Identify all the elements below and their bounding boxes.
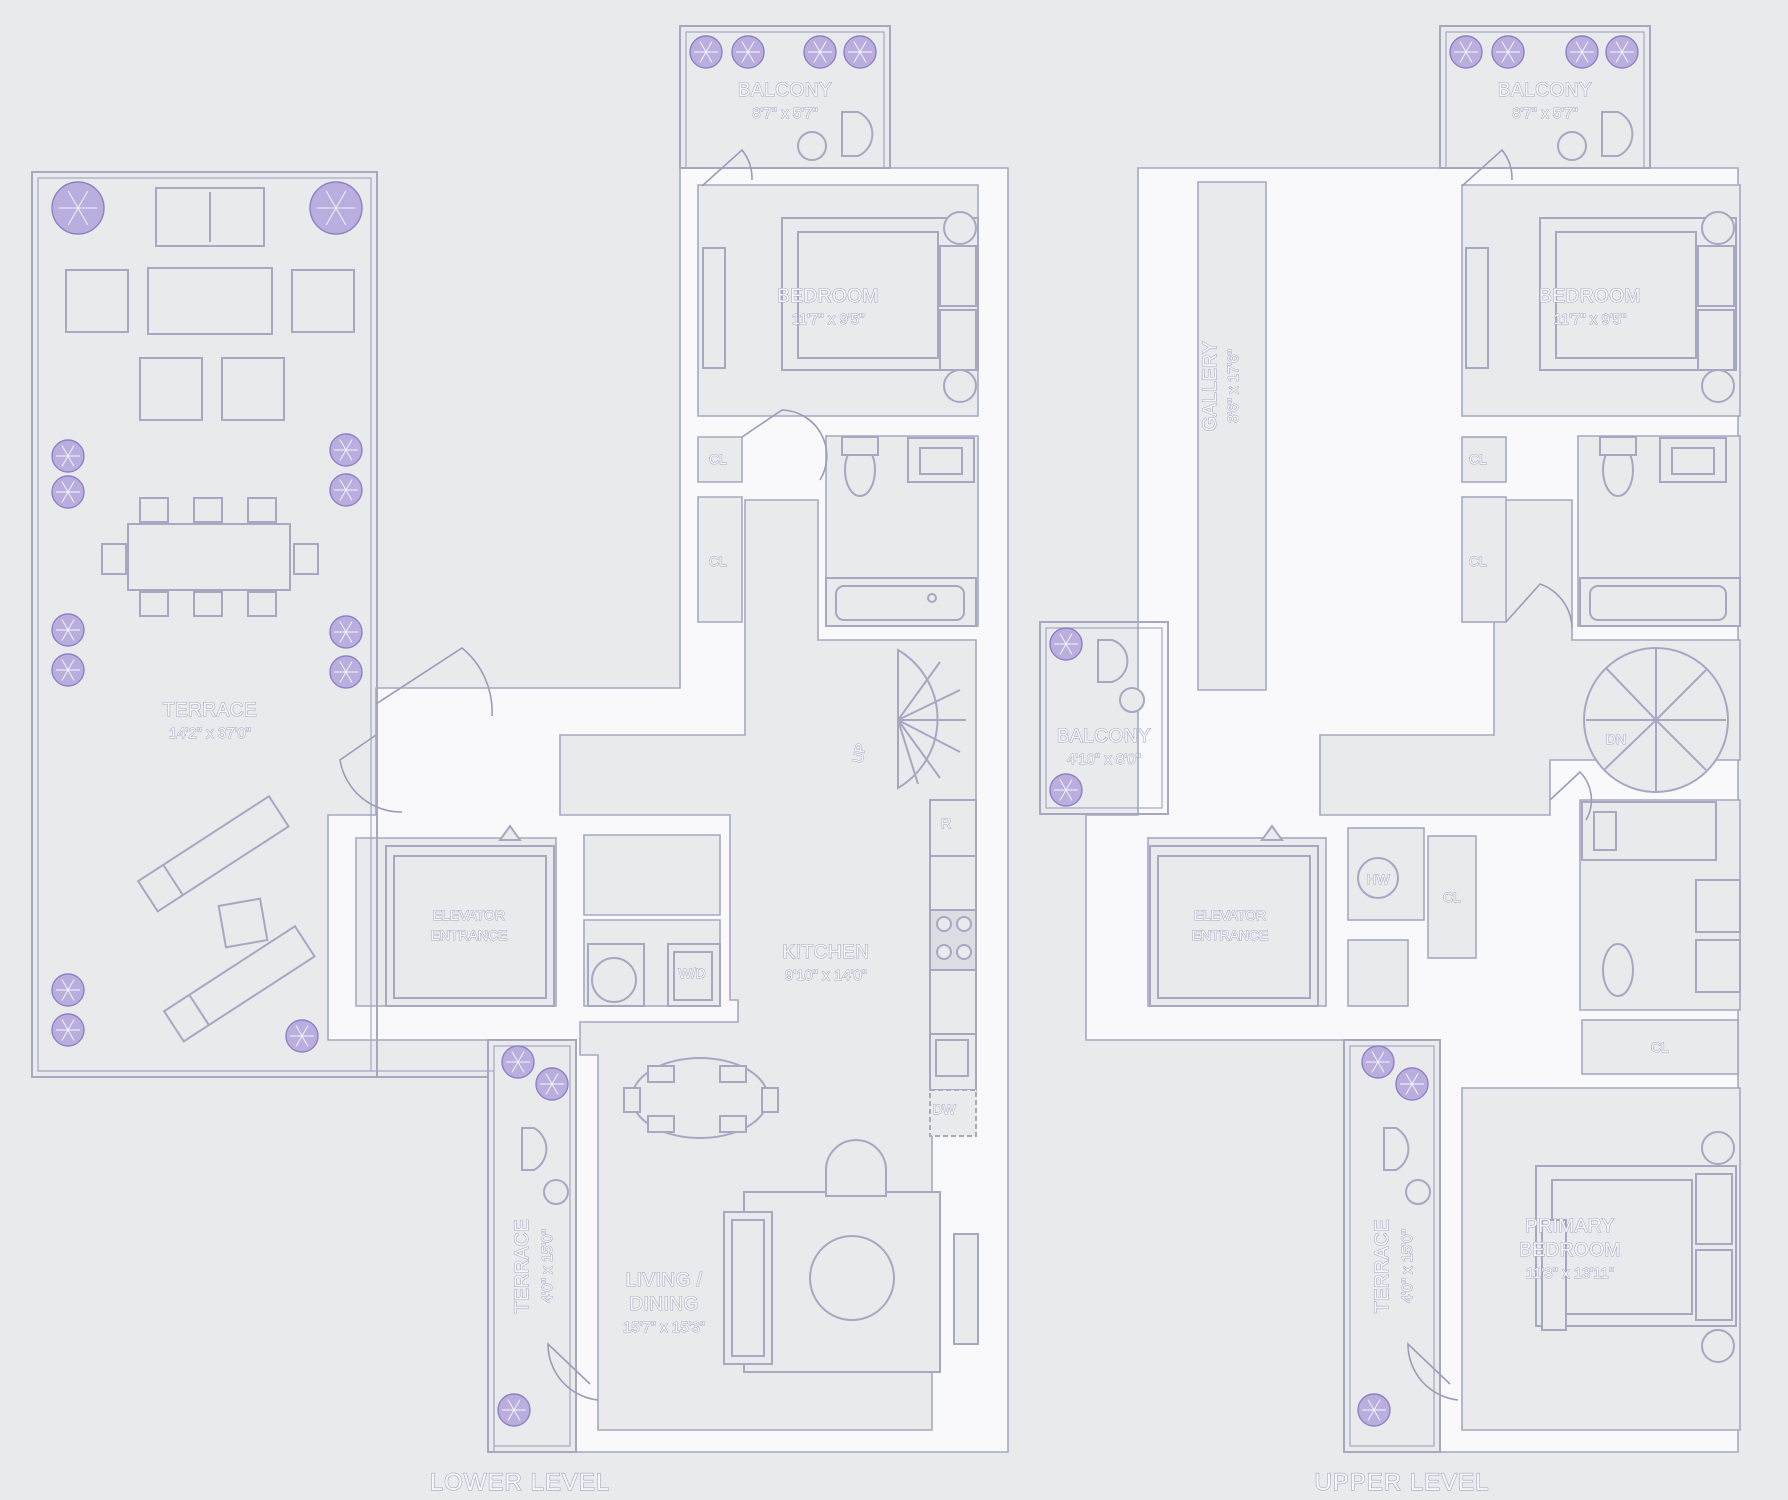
upper-level-plan <box>1039 25 1741 1453</box>
lower-bedroom-dim: 11'7" x 9'5" <box>792 311 865 328</box>
upper-gallery-dim: 3'6" x 17'6" <box>1225 349 1242 423</box>
upper-dn-label: DN <box>1606 731 1626 747</box>
upper-side-terrace-dim: 4'0" x 15'0" <box>1399 1229 1416 1303</box>
upper-gallery <box>1197 181 1267 691</box>
lower-level-label: LOWER LEVEL <box>430 1469 610 1496</box>
lower-cl2 <box>697 496 743 623</box>
upper-side-terrace-name: TERRACE <box>1372 1219 1393 1313</box>
upper-cl3-label: CL <box>1443 889 1461 905</box>
lower-closet-core <box>583 834 721 916</box>
lower-up-label: UP <box>850 742 869 764</box>
lower-level-plan <box>31 25 1009 1453</box>
lower-fridge-label: R <box>941 815 951 831</box>
lower-outdoor-table <box>127 523 291 591</box>
lower-terrace-dim: 14'2" x 37'0" <box>169 725 251 742</box>
upper-gallery-name: GALLERY <box>1200 341 1221 432</box>
lower-plants <box>51 35 877 1427</box>
lower-elev-line1: ELEVATOR <box>433 907 505 923</box>
lower-living-line1: LIVING / <box>626 1270 703 1291</box>
lower-spiral-stair <box>897 648 966 790</box>
upper-elev-line1: ELEVATOR <box>1194 907 1266 923</box>
upper-balcony-dim: 8'7" x 5'7" <box>1512 105 1578 122</box>
upper-bedroom-name: BEDROOM <box>1539 286 1641 307</box>
upper-cl2-label: CL <box>1469 553 1487 569</box>
upper-cl1-label: CL <box>1469 451 1487 467</box>
lower-living-line2: DINING <box>629 1294 699 1315</box>
upper-small-balcony-name: BALCONY <box>1057 726 1151 747</box>
lower-balcony-name: BALCONY <box>738 80 832 101</box>
lower-balcony-dim: 8'7" x 5'7" <box>752 105 818 122</box>
lower-living-dim: 15'7" x 15'3" <box>623 1319 705 1336</box>
lower-cl1-label: CL <box>709 451 727 467</box>
lower-cl1 <box>697 436 743 483</box>
lower-elev-line2: ENTRANCE <box>430 927 507 943</box>
lower-dw-label: DW <box>932 1101 956 1117</box>
lower-side-terrace-dim: 4'0" x 15'0" <box>539 1229 556 1303</box>
lower-kitchen-name: KITCHEN <box>783 942 870 963</box>
lower-labels: BALCONY 8'7" x 5'7" BEDROOM 11'7" x 9'5"… <box>162 79 957 1496</box>
upper-primary-line1: PRIMARY <box>1525 1216 1615 1237</box>
upper-cl4-label: CL <box>1651 1039 1669 1055</box>
upper-plants <box>1049 35 1639 1427</box>
lower-cl2-label: CL <box>709 553 727 569</box>
upper-level-label: UPPER LEVEL <box>1314 1469 1489 1496</box>
lower-terrace-name: TERRACE <box>163 700 257 721</box>
upper-primary-line2: BEDROOM <box>1519 1240 1621 1261</box>
upper-primary-dim: 11'3" x 13'11" <box>1526 1265 1614 1282</box>
lower-side-terrace-name: TERRACE <box>512 1219 533 1313</box>
upper-hw-label: HW <box>1366 871 1390 887</box>
upper-bedroom-dim: 11'7" x 9'5" <box>1554 311 1627 328</box>
lower-bedroom-name: BEDROOM <box>777 286 879 307</box>
upper-balcony-name: BALCONY <box>1498 80 1592 101</box>
lower-wd-label: W/D <box>678 965 705 981</box>
upper-elev-line2: ENTRANCE <box>1191 927 1268 943</box>
lower-kitchen-dim: 9'10" x 14'0" <box>785 967 867 984</box>
upper-small-balcony-dim: 4'10" x 8'0" <box>1067 751 1141 768</box>
upper-labels: BALCONY 8'7" x 5'7" BEDROOM 11'7" x 9'5"… <box>1056 79 1669 1496</box>
upper-spiral-stair <box>1583 647 1729 793</box>
